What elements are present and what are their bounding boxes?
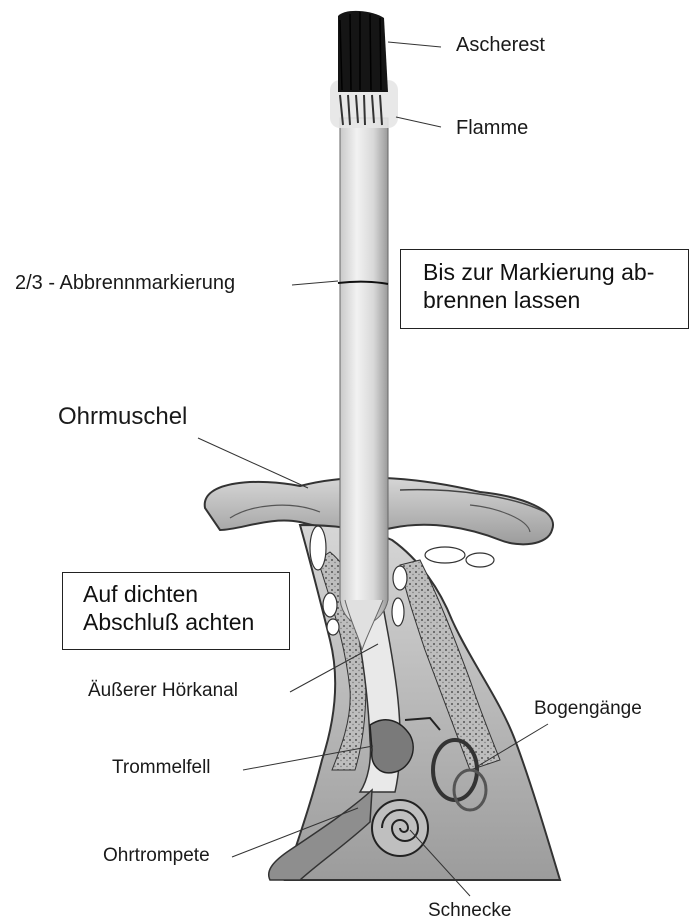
head-cross-section — [269, 525, 560, 880]
leader-ohrmuschel — [198, 438, 308, 488]
callout-seal-line2: Abschluß achten — [83, 609, 289, 637]
label-trommelfell: Trommelfell — [112, 757, 211, 779]
label-bogengaenge: Bogengänge — [534, 698, 642, 720]
label-ohrmuschel: Ohrmuschel — [58, 403, 187, 431]
callout-seal: Auf dichten Abschluß achten — [62, 572, 290, 650]
label-ascherest: Ascherest — [456, 34, 545, 57]
leader-flamme — [396, 117, 441, 127]
label-markierung: 2/3 - Abbrennmarkierung — [15, 272, 235, 295]
label-ohrtrompete: Ohrtrompete — [103, 845, 210, 867]
label-schnecke: Schnecke — [428, 900, 511, 922]
label-flamme: Flamme — [456, 117, 528, 140]
label-hoerkanal: Äußerer Hörkanal — [88, 680, 238, 702]
callout-burn-to-mark: Bis zur Markierung ab- brennen lassen — [400, 249, 689, 329]
callout-burn-line1: Bis zur Markierung ab- — [423, 259, 688, 287]
callout-seal-line1: Auf dichten — [83, 581, 289, 609]
ear-candle — [330, 11, 398, 650]
leader-ascherest — [388, 42, 441, 47]
callout-burn-line2: brennen lassen — [423, 287, 688, 315]
leader-markierung — [292, 281, 338, 285]
